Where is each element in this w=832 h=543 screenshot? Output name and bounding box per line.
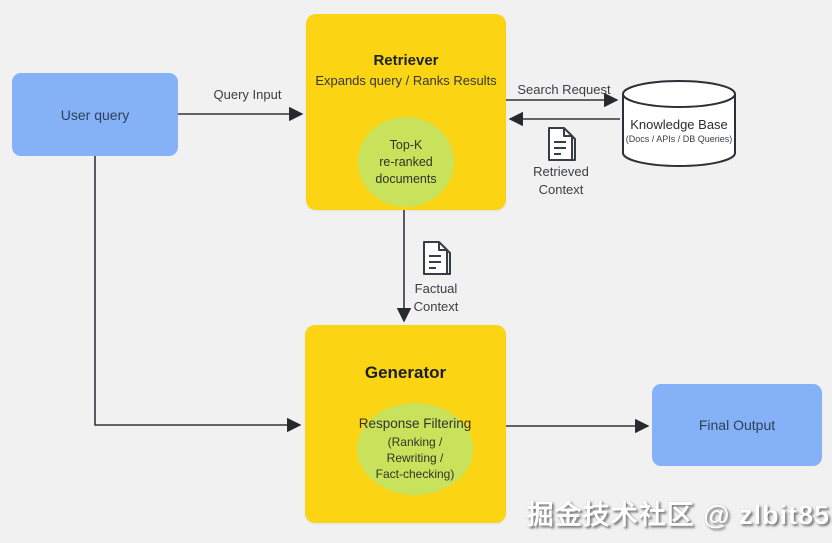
generator-node: Generator Response Filtering (Ranking / … xyxy=(305,325,506,523)
knowledge-base-node: Knowledge Base (Docs / APIs / DB Queries… xyxy=(620,78,738,168)
generator-title: Generator xyxy=(364,363,447,382)
final-output-node: Final Output xyxy=(652,384,822,466)
factual-context-line-1: Factual xyxy=(414,281,458,296)
retrieved-context-line-1: Retrieved xyxy=(533,164,589,179)
user-query-node: User query xyxy=(12,73,178,156)
document-icon xyxy=(548,127,576,161)
knowledge-base-title: Knowledge Base xyxy=(630,116,728,132)
search-request-label: Search Request xyxy=(517,82,611,97)
retriever-subtitle: Expands query / Ranks Results xyxy=(315,73,497,88)
edge-user-query-to-generator xyxy=(94,156,302,433)
response-filtering-line-1: (Ranking / xyxy=(387,435,443,449)
retriever-node: Retriever Expands query / Ranks Results … xyxy=(306,14,506,210)
final-output-label: Final Output xyxy=(698,417,776,433)
factual-context-line-2: Context xyxy=(413,299,459,314)
retrieved-context-line-2: Context xyxy=(538,182,584,197)
database-cylinder-icon xyxy=(622,80,736,167)
document-icon xyxy=(423,241,451,275)
topk-line-1: Top-K xyxy=(389,137,423,152)
topk-bubble: Top-K re-ranked documents xyxy=(358,117,454,207)
topk-line-3: documents xyxy=(375,171,437,186)
topk-line-2: re-ranked xyxy=(379,154,433,169)
response-filtering-title: Response Filtering xyxy=(358,416,472,431)
response-filtering-bubble: Response Filtering (Ranking / Rewriting … xyxy=(357,403,473,495)
retriever-title: Retriever xyxy=(373,52,439,69)
query-input-label: Query Input xyxy=(213,87,282,102)
watermark-text: 掘金技术社区 @ zlbit85 xyxy=(526,500,830,530)
response-filtering-line-3: Fact-checking) xyxy=(375,467,455,481)
retrieved-context-label: Retrieved Context xyxy=(516,163,606,199)
response-filtering-line-2: Rewriting / xyxy=(386,451,444,465)
factual-context-label: Factual Context xyxy=(391,280,481,316)
user-query-label: User query xyxy=(60,106,130,123)
knowledge-base-subtitle: (Docs / APIs / DB Queries) xyxy=(625,133,733,144)
